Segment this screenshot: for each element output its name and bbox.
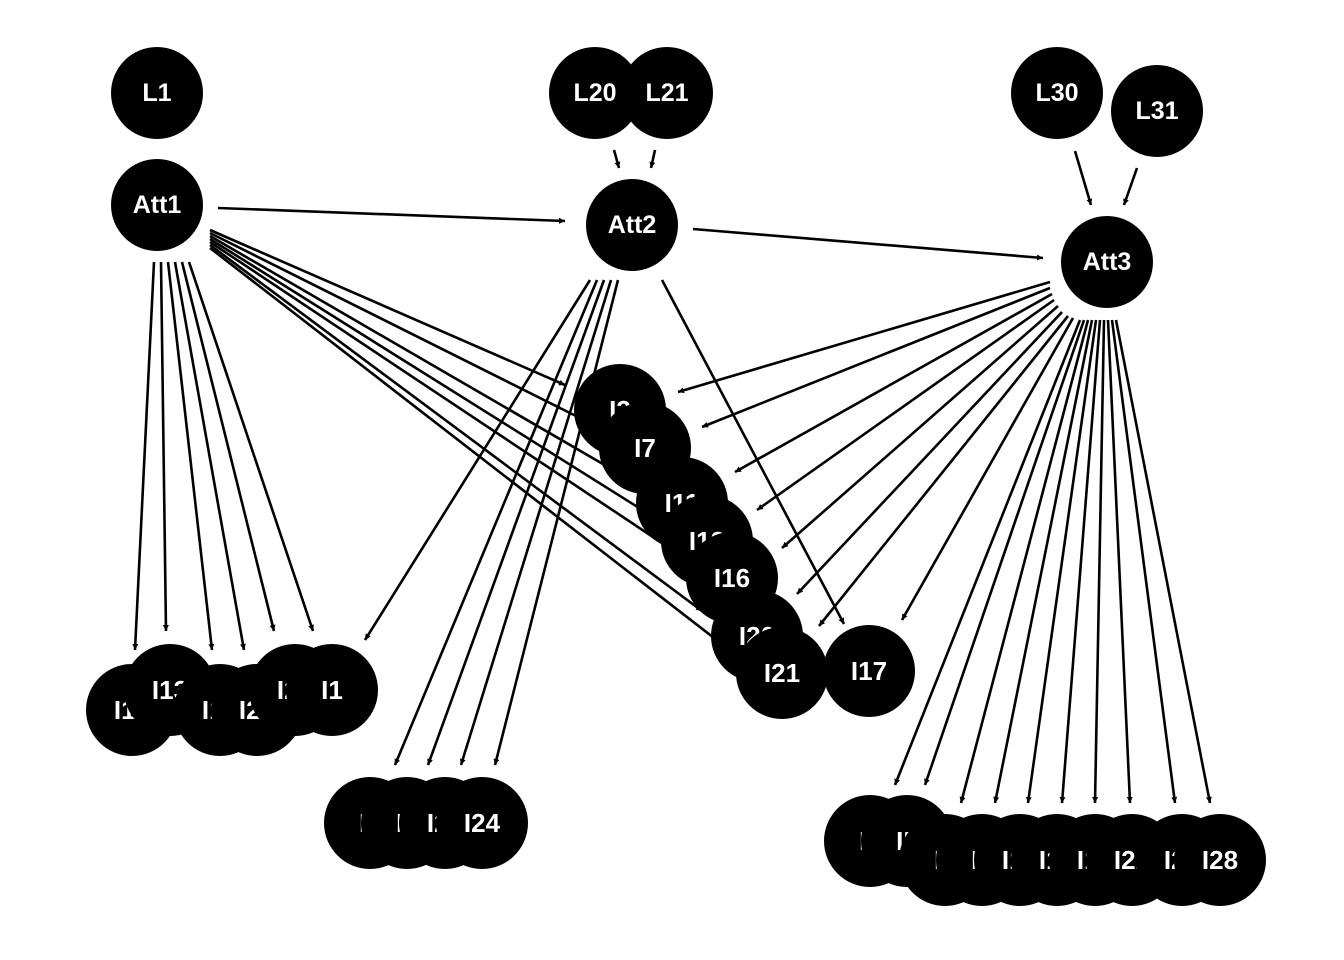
node-l1-circle bbox=[111, 47, 203, 139]
edge-att1-to-i16 bbox=[209, 240, 678, 555]
node-att2: Att2 bbox=[586, 179, 678, 271]
node-att2-circle bbox=[586, 179, 678, 271]
edge-att3-to-i26 bbox=[1110, 319, 1178, 804]
node-i28: I28 bbox=[1174, 814, 1266, 906]
edge-att1-to-i20 bbox=[209, 243, 703, 613]
edge-att1-to-i11 bbox=[209, 234, 628, 480]
node-l30-label: L30 bbox=[1035, 79, 1078, 107]
edges-layer bbox=[132, 149, 1212, 804]
node-att3-circle bbox=[1061, 216, 1153, 308]
edge-att3-to-i21 bbox=[817, 315, 1070, 627]
node-att1: Att1 bbox=[111, 159, 203, 251]
edge-att3-to-i19 bbox=[1092, 319, 1106, 804]
edge-att3-to-i6 bbox=[959, 319, 1090, 804]
edge-att1-to-i12 bbox=[209, 237, 653, 518]
node-l1: L1 bbox=[111, 47, 203, 139]
node-i28-circle bbox=[1174, 814, 1266, 906]
edge-att1-to-i10 bbox=[132, 261, 156, 651]
edge-att1-to-i3 bbox=[209, 228, 566, 387]
edge-att2-to-i1 bbox=[363, 279, 592, 641]
edge-att3-to-i7 bbox=[701, 286, 1051, 429]
node-l30-circle bbox=[1011, 47, 1103, 139]
node-l20: L20 bbox=[549, 47, 641, 139]
edge-l30-to-att3 bbox=[1073, 150, 1093, 206]
edge-att2-to-i24 bbox=[493, 279, 620, 766]
edge-att3-to-i18 bbox=[1059, 319, 1102, 804]
node-l30: L30 bbox=[1011, 47, 1103, 139]
edge-att3-to-i12 bbox=[756, 298, 1055, 512]
node-i24-circle bbox=[436, 777, 528, 869]
node-l21-label: L21 bbox=[645, 79, 688, 107]
edge-att2-to-i2 bbox=[393, 279, 599, 766]
edge-att1-to-i13 bbox=[159, 261, 169, 632]
edge-att1-to-i25 bbox=[173, 261, 246, 651]
edge-att3-to-i16 bbox=[781, 305, 1059, 549]
edge-att3-to-i22 bbox=[1106, 319, 1133, 804]
edge-att2-to-i23 bbox=[459, 279, 613, 766]
node-l31-label: L31 bbox=[1135, 97, 1178, 125]
edge-l21-to-att2 bbox=[649, 149, 657, 169]
node-att2-label: Att2 bbox=[608, 211, 657, 239]
node-att1-circle bbox=[111, 159, 203, 251]
edge-att3-to-i3 bbox=[677, 280, 1051, 394]
node-i28-label: I28 bbox=[1202, 845, 1238, 875]
node-l31: L31 bbox=[1111, 65, 1203, 157]
node-att3: Att3 bbox=[1061, 216, 1153, 308]
node-i1-circle bbox=[286, 644, 378, 736]
edge-att1-to-i1 bbox=[187, 261, 315, 632]
edge-att3-to-i4 bbox=[893, 319, 1082, 786]
node-i17-circle bbox=[823, 625, 915, 717]
edge-l31-to-att3 bbox=[1122, 167, 1139, 206]
node-i21-label: I21 bbox=[764, 658, 800, 688]
edge-att3-to-i9 bbox=[993, 319, 1094, 804]
edge-att1-to-att2 bbox=[217, 206, 566, 224]
node-l1-label: L1 bbox=[142, 79, 171, 107]
edge-l20-to-att2 bbox=[612, 149, 621, 169]
edge-att3-to-i17 bbox=[900, 317, 1075, 621]
node-i17-label: I17 bbox=[851, 656, 887, 686]
node-l21: L21 bbox=[621, 47, 713, 139]
edge-att2-to-i17 bbox=[660, 279, 846, 625]
node-l20-circle bbox=[549, 47, 641, 139]
edge-att2-to-att3 bbox=[692, 227, 1044, 261]
edge-att3-to-i5 bbox=[923, 319, 1086, 786]
edge-att3-to-i11 bbox=[734, 292, 1053, 474]
node-i24-label: I24 bbox=[464, 808, 501, 838]
node-att1-label: Att1 bbox=[133, 191, 182, 219]
edge-att1-to-i21 bbox=[209, 246, 728, 650]
node-i7-label: I7 bbox=[634, 433, 656, 463]
edge-att3-to-i28 bbox=[1114, 319, 1212, 804]
node-i21: I21 bbox=[736, 627, 828, 719]
node-i24: I24 bbox=[436, 777, 528, 869]
node-l21-circle bbox=[621, 47, 713, 139]
edge-att1-to-i27 bbox=[180, 261, 276, 632]
node-i1: I1 bbox=[286, 644, 378, 736]
edge-att2-to-i8 bbox=[426, 279, 606, 766]
nodes-layer: L1L20L21L30L31Att1Att2Att3I3I7I11I12I16I… bbox=[86, 47, 1266, 906]
node-i17: I17 bbox=[823, 625, 915, 717]
node-att3-label: Att3 bbox=[1083, 248, 1132, 276]
edge-att3-to-i15 bbox=[1025, 319, 1098, 804]
edge-att1-to-i14 bbox=[166, 261, 215, 651]
node-l20-label: L20 bbox=[573, 79, 616, 107]
edge-att1-to-i7 bbox=[209, 231, 591, 425]
node-i1-label: I1 bbox=[321, 675, 343, 705]
node-i21-circle bbox=[736, 627, 828, 719]
node-l31-circle bbox=[1111, 65, 1203, 157]
edge-att3-to-i20 bbox=[796, 311, 1063, 595]
node-i16-label: I16 bbox=[714, 563, 750, 593]
